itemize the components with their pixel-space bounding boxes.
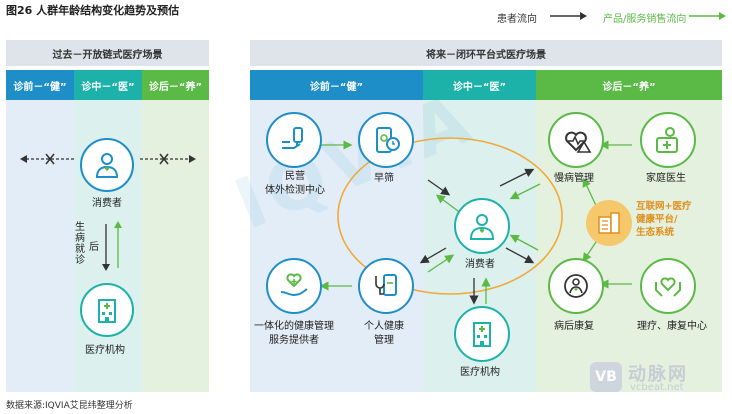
screening-label: 早筛 xyxy=(374,173,394,184)
ecosystem-ring xyxy=(337,137,563,295)
civil-test-icon xyxy=(266,112,322,168)
personal-health-icon xyxy=(358,258,414,314)
legend-dark-arrow-icon xyxy=(550,12,587,20)
recovery-label: 病后康复 xyxy=(554,321,594,332)
integrated-label: 一体化的健康管理 服务提供者 xyxy=(254,321,334,346)
seek-care-label: 生病就诊 xyxy=(75,222,85,266)
left-band-post: 诊后－“养” xyxy=(142,70,209,100)
chronic-label: 慢病管理 xyxy=(554,173,594,184)
left-band-mid: 诊中－“医” xyxy=(74,70,142,100)
left-col-pre-bg xyxy=(6,100,74,392)
left-vertical-arrows xyxy=(102,221,122,271)
recovery-icon xyxy=(548,258,604,314)
left-consumer-label: 消费者 xyxy=(92,198,122,209)
figure-title: 图26 人群年龄结构变化趋势及预估 xyxy=(6,4,180,17)
left-col-post-bg xyxy=(142,100,209,392)
left-band-pre: 诊前－“健” xyxy=(6,70,74,100)
family-doctor-icon xyxy=(640,112,696,168)
right-band-post: 诊后－“养” xyxy=(536,70,722,100)
center-consumer-icon xyxy=(454,198,510,254)
right-band-pre: 诊前－“健” xyxy=(250,70,423,100)
left-blocked-arrow xyxy=(20,153,76,165)
brand-name: 动脉网 xyxy=(628,364,688,385)
legend-green-arrow-icon xyxy=(689,12,726,20)
left-institution-label: 医疗机构 xyxy=(85,345,125,356)
source-note: 数据来源:IQVIA艾昆纬整理分析 xyxy=(6,401,133,411)
legend-patient-flow: 患者流向 xyxy=(497,10,537,25)
personal-health-label: 个人健康 管理 xyxy=(364,321,404,346)
rehab-center-icon xyxy=(640,258,696,314)
civil-test-label: 民营 体外检测中心 xyxy=(265,171,325,196)
platform-icon xyxy=(586,200,632,246)
right-panel-header: 将来－闭环平台式医疗场景 xyxy=(250,40,722,66)
right-flow-arrows xyxy=(319,140,632,305)
integrated-icon xyxy=(266,258,322,314)
legend-patient-flow-label: 患者流向 xyxy=(497,14,537,25)
screening-icon xyxy=(358,112,414,168)
right-blocked-arrow xyxy=(140,153,196,165)
chronic-icon xyxy=(548,112,604,168)
right-band-mid: 诊中－“医” xyxy=(423,70,536,100)
left-hospital-icon xyxy=(80,283,134,337)
center-consumer-label: 消费者 xyxy=(465,259,495,270)
legend-product-flow-label: 产品/服务销售流向 xyxy=(603,14,687,25)
left-consumer-icon xyxy=(80,138,134,192)
left-panel-header: 过去－开放链式医疗场景 xyxy=(6,40,209,66)
right-hospital-icon xyxy=(454,306,510,362)
brand-logo-icon: VB xyxy=(590,362,622,392)
family-doctor-label: 家庭医生 xyxy=(646,173,686,184)
rehab-center-label: 理疗、康复中心 xyxy=(637,321,707,332)
platform-label: 互联网+医疗 健康平台/ 生态系统 xyxy=(636,201,692,238)
brand-url: vcbeat.net xyxy=(630,382,684,393)
legend-product-flow: 产品/服务销售流向 xyxy=(603,10,686,25)
right-institution-label: 医疗机构 xyxy=(460,367,500,378)
discharge-label: 后 xyxy=(89,242,99,253)
